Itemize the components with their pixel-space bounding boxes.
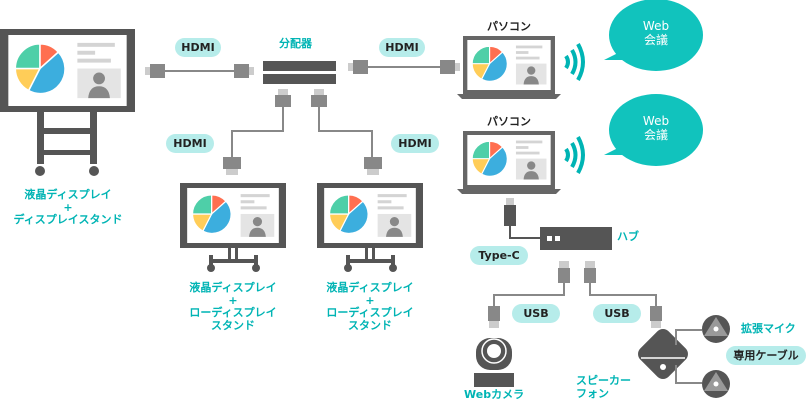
dedicated-cable-label: 専用ケーブル: [726, 346, 806, 365]
bubble-line-1: Web: [642, 114, 670, 128]
hdmi-cable-1: [145, 64, 254, 78]
web-meeting-bubble-bottom: [604, 94, 703, 166]
hdmi-label-1: HDMI: [175, 38, 221, 57]
label-line: スピーカー: [576, 374, 631, 387]
type-c-cable: [504, 198, 540, 239]
label-line: ローディスプレイ: [189, 306, 277, 320]
web-meeting-bubble-top: [604, 0, 703, 71]
web-meeting-text-top: Web 会議: [630, 19, 682, 48]
label-line: 液晶ディスプレイ: [326, 281, 414, 294]
hub-label: ハブ: [617, 230, 639, 243]
label-line: ローディスプレイ: [326, 306, 414, 320]
label-line: 液晶ディスプレイ: [189, 281, 277, 294]
label-line: 液晶ディスプレイ: [24, 188, 112, 201]
type-c-label: Type-C: [470, 246, 528, 265]
splitter-label: 分配器: [279, 37, 312, 50]
usb-label-1: USB: [512, 304, 560, 323]
ext-mic-bottom: [702, 370, 730, 398]
hdmi-cable-2: [348, 60, 460, 74]
laptop-bottom: [457, 131, 561, 194]
wireless-signal-icon-top: [564, 43, 585, 81]
hdmi-label-3: HDMI: [166, 134, 214, 153]
label-line: スタンド: [211, 318, 255, 332]
dedicated-cable: [675, 329, 702, 384]
usb-cable-2: [584, 261, 662, 328]
bubble-line-2: 会議: [643, 128, 668, 143]
usb-label-2: USB: [593, 304, 641, 323]
label-line: スタンド: [348, 318, 392, 332]
display-low-1: [180, 183, 286, 272]
usb-hub: [540, 227, 612, 250]
hdmi-cable-4: [311, 89, 382, 175]
label-line: +: [63, 200, 73, 214]
wireless-signal-icon-bottom: [564, 136, 585, 174]
bubble-line-2: 会議: [643, 33, 668, 48]
display-main: [0, 29, 135, 176]
hdmi-label-4: HDMI: [391, 134, 439, 153]
hdmi-cable-3: [223, 89, 291, 175]
display-low-2-label: 液晶ディスプレイ + ローディスプレイ スタンド: [317, 281, 423, 333]
usb-cable-1: [488, 261, 570, 328]
ext-mic-label: 拡張マイク: [741, 322, 796, 335]
display-main-label: 液晶ディスプレイ + ディスプレイスタンド: [0, 188, 136, 227]
splitter-device: [263, 61, 336, 84]
webcam-device: [474, 338, 514, 387]
speakerphone-device: [638, 329, 688, 379]
label-line: ディスプレイスタンド: [13, 213, 123, 227]
display-low-2: [317, 183, 423, 272]
bubble-line-1: Web: [642, 19, 670, 33]
ext-mic-top: [702, 315, 730, 343]
pc-label-bottom: パソコン: [487, 115, 531, 128]
hdmi-label-2: HDMI: [379, 38, 425, 57]
web-meeting-text-bottom: Web 会議: [630, 114, 682, 143]
label-line: フォン: [576, 386, 609, 400]
label-line: +: [365, 293, 375, 307]
label-line: +: [228, 293, 238, 307]
laptop-top: [457, 36, 561, 99]
pc-label-top: パソコン: [487, 20, 531, 33]
webcam-label: Webカメラ: [464, 388, 525, 401]
display-low-1-label: 液晶ディスプレイ + ローディスプレイ スタンド: [180, 281, 286, 333]
speakerphone-label: スピーカー フォン: [576, 374, 631, 400]
